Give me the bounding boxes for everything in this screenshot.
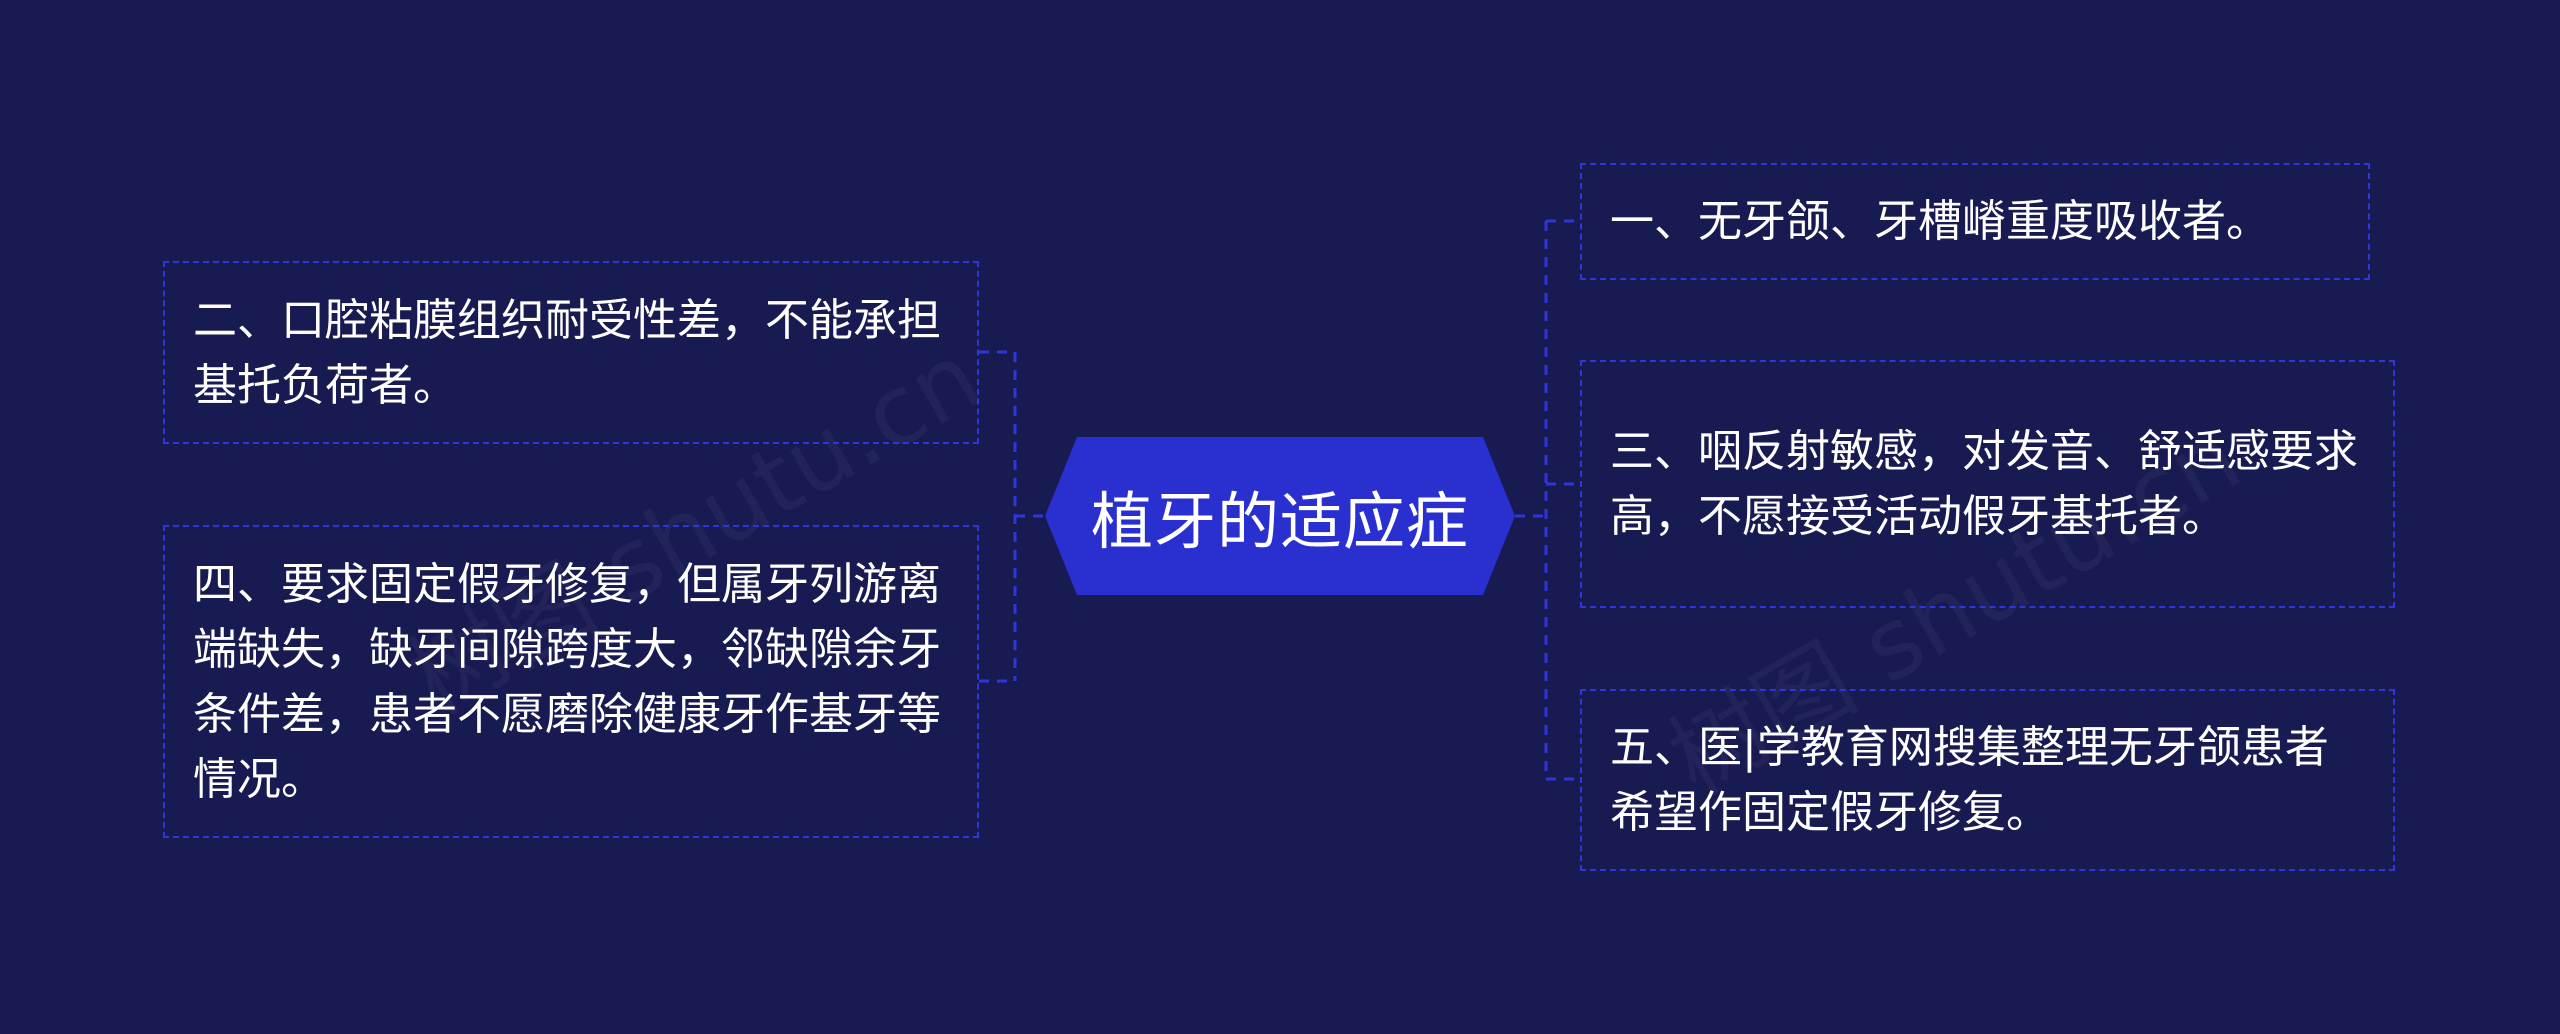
topic-text: 一、无牙颌、牙槽嵴重度吸收者。 — [1610, 196, 2270, 247]
central-topic-shape — [1045, 437, 1515, 595]
topic-text: 四、要求固定假牙修复，但属牙列游离端缺失，缺牙间隙跨度大，邻缺隙余牙条件差，患者… — [193, 558, 941, 805]
topic-text: 五、医|学教育网搜集整理无牙颌患者希望作固定假牙修复。 — [1610, 722, 2329, 838]
topic-text: 三、咽反射敏感，对发音、舒适感要求高，不愿接受活动假牙基托者。 — [1610, 426, 2358, 542]
topic-node[interactable]: 五、医|学教育网搜集整理无牙颌患者希望作固定假牙修复。 — [1580, 689, 2395, 871]
topic-node[interactable]: 三、咽反射敏感，对发音、舒适感要求高，不愿接受活动假牙基托者。 — [1580, 360, 2395, 608]
topic-node[interactable]: 四、要求固定假牙修复，但属牙列游离端缺失，缺牙间隙跨度大，邻缺隙余牙条件差，患者… — [163, 525, 979, 838]
central-topic-label: 植牙的适应症 — [1090, 485, 1469, 558]
topic-text: 二、口腔粘膜组织耐受性差，不能承担基托负荷者。 — [193, 294, 941, 411]
topic-node[interactable]: 二、口腔粘膜组织耐受性差，不能承担基托负荷者。 — [163, 261, 979, 444]
topic-node[interactable]: 一、无牙颌、牙槽嵴重度吸收者。 — [1580, 163, 2370, 280]
central-topic[interactable]: 植牙的适应症 — [1045, 437, 1515, 595]
